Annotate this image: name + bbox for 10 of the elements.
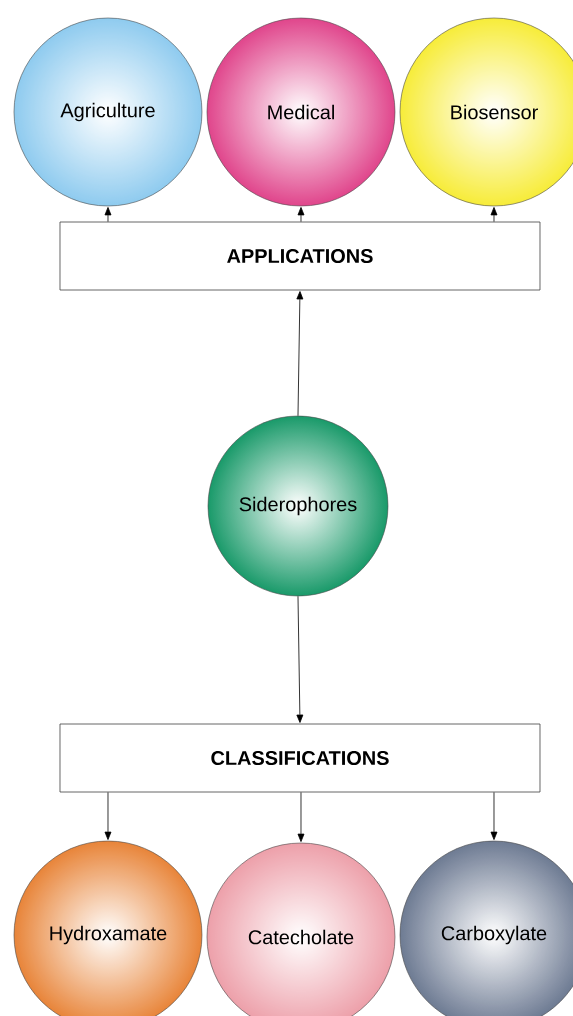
arrow	[490, 792, 498, 840]
arrow	[297, 792, 305, 842]
arrow	[490, 207, 498, 222]
arrow	[104, 207, 112, 222]
arrow	[297, 207, 305, 222]
arrow	[296, 595, 304, 723]
label-box: APPLICATIONS	[59, 221, 541, 291]
label-box: CLASSIFICATIONS	[59, 723, 541, 793]
arrow	[296, 291, 304, 417]
arrow	[104, 792, 112, 840]
